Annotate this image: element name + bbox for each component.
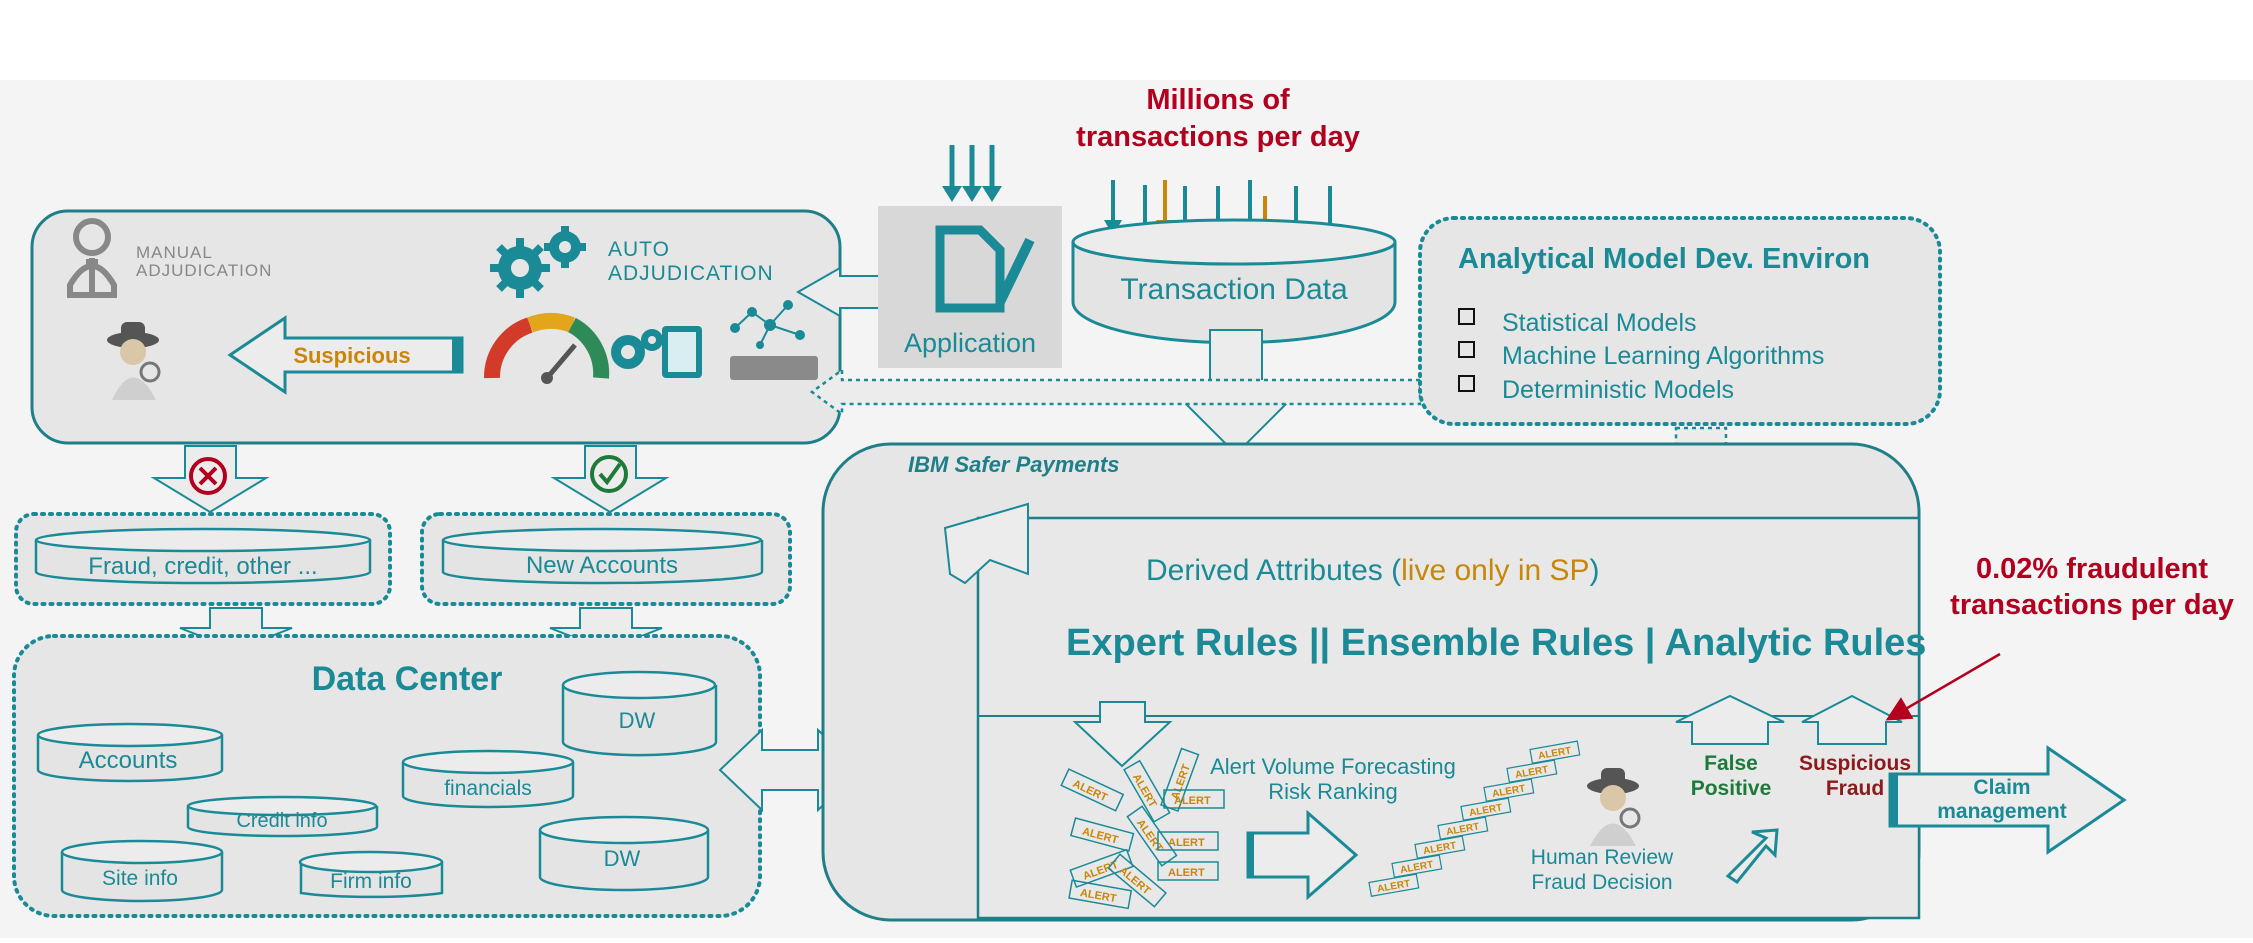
suspicious-fraud-line2: Fraud (1826, 777, 1884, 800)
approve-arrow (550, 445, 670, 514)
application-form-icon (935, 225, 1035, 313)
credit-info-label: Credit info (236, 810, 327, 832)
reject-arrow (150, 445, 270, 514)
suspicious-arrow: Suspicious (227, 315, 464, 395)
claim-line1: Claim (1973, 776, 2030, 799)
analytics-icons (611, 300, 818, 380)
human-reviewer-icon (1587, 768, 1641, 846)
model-env-item-label: Deterministic Models (1502, 376, 1734, 404)
model-env-title: Analytical Model Dev. Environ (1458, 243, 1870, 275)
millions-line2: transactions per day (1076, 121, 1360, 153)
manual-label-line1: MANUAL (136, 243, 213, 262)
dw-top-label: DW (619, 708, 656, 733)
processing-arrow (1246, 809, 1359, 901)
alert-staircase: ALERT ALERT ALERT ALERT ALERT ALERT ALER… (1368, 740, 1581, 897)
model-env-panel: Analytical Model Dev. Environ Statistica… (1418, 216, 1942, 426)
derived-attributes-label: Derived Attributes (live only in SP) (1146, 554, 1600, 587)
false-positive-line2: Positive (1691, 777, 1772, 800)
data-center-panel: Data Center Accounts Credit info financi… (12, 634, 762, 918)
suspicious-label: Suspicious (293, 343, 410, 368)
feedback-up-arrow (1725, 828, 1779, 885)
firm-info-label: Firm info (330, 870, 412, 893)
safer-payments-title: IBM Safer Payments (908, 452, 1120, 477)
fraud-rate-line1: 0.02% fraudulent (1976, 553, 2208, 585)
investigator-icon (107, 322, 161, 400)
fraud-store-label: Fraud, credit, other ... (88, 553, 317, 580)
model-env-item: Statistical Models (1458, 308, 1697, 337)
financials-db: financials (401, 749, 575, 809)
rules-label: Expert Rules || Ensemble Rules | Analyti… (1066, 622, 1926, 664)
approve-icon (590, 455, 628, 493)
alert-forecast-line2: Risk Ranking (1268, 779, 1398, 804)
auto-label-line2: ADJUDICATION (608, 262, 774, 285)
claim-management-arrow: Claim management (1888, 745, 2127, 855)
human-review-line2: Fraud Decision (1531, 871, 1672, 894)
financials-label: financials (444, 777, 532, 800)
transaction-data-label: Transaction Data (1120, 273, 1348, 306)
firm-info-db: Firm info (298, 850, 444, 899)
human-review-line1: Human Review (1531, 846, 1674, 869)
gears-icon (490, 226, 586, 298)
safer-payments-panel: IBM Safer Payments Derived Attributes (l… (821, 442, 1926, 922)
credit-info-db: Credit info (186, 795, 379, 838)
fraud-store-panel: Fraud, credit, other ... (14, 512, 392, 606)
accounts-db: Accounts (36, 722, 224, 783)
false-positive-up-arrow (1675, 694, 1785, 745)
alert-tag: ALERT (1168, 837, 1205, 849)
dw-bottom-label: DW (604, 846, 641, 871)
fraud-rate-line2: transactions per day (1950, 589, 2234, 621)
site-info-label: Site info (102, 867, 178, 890)
site-info-db: Site info (60, 839, 224, 903)
alerts-down-arrow (1072, 701, 1173, 768)
alert-tag: ALERT (1168, 867, 1205, 879)
model-to-adjudication-arrow (809, 367, 1422, 417)
claim-line2: management (1937, 800, 2067, 823)
application-label: Application (904, 328, 1036, 358)
manual-adjudication-icon (67, 218, 117, 298)
dw-top-db: DW (561, 670, 718, 757)
new-accounts-label: New Accounts (526, 552, 678, 579)
fraud-rate-pointer (1885, 652, 2001, 721)
reject-icon (189, 457, 227, 495)
rules-feedback-arrow (943, 502, 1029, 585)
alert-tag: ALERT (1174, 795, 1211, 807)
millions-line1: Millions of (1146, 84, 1290, 116)
data-center-title: Data Center (312, 660, 503, 698)
suspicious-fraud-up-arrow (1801, 694, 1903, 745)
model-env-item-label: Machine Learning Algorithms (1502, 342, 1824, 370)
suspicious-fraud-line1: Suspicious (1799, 752, 1911, 775)
accounts-label: Accounts (79, 747, 178, 774)
false-positive-line1: False (1704, 752, 1758, 775)
model-env-item: Machine Learning Algorithms (1458, 341, 1824, 370)
manual-label-line2: ADJUDICATION (136, 261, 272, 280)
model-env-item-label: Statistical Models (1502, 309, 1697, 337)
application-block: Application (878, 145, 1062, 368)
adjudication-panel: MANUAL ADJUDICATION AUTO ADJUDICATION (30, 209, 842, 445)
transaction-data-store: Transaction Data (1071, 180, 1397, 345)
model-env-item: Deterministic Models (1458, 375, 1734, 404)
new-accounts-panel: New Accounts (420, 512, 792, 606)
dw-bottom-db: DW (538, 815, 710, 892)
gauge-icon (483, 312, 610, 384)
alert-forecast-line1: Alert Volume Forecasting (1210, 754, 1456, 779)
auto-label-line1: AUTO (608, 238, 670, 261)
